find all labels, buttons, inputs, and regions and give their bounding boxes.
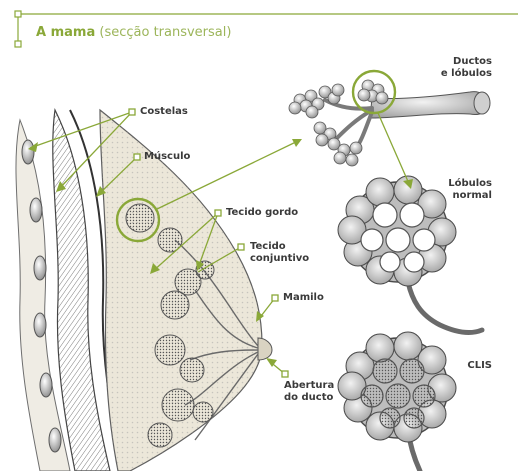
label-tecido-conjuntivo: Tecido conjuntivo [250, 241, 309, 265]
duct-grape-clusters [289, 71, 395, 166]
label-tecido-gordo: Tecido gordo [226, 207, 298, 219]
label-lobulos-normal: Lóbulos normal [420, 178, 492, 202]
clis-lobule-illustration [338, 332, 456, 471]
label-musculo: Músculo [144, 151, 190, 163]
label-ductos-lobulos: Ductos e lóbulos [420, 56, 492, 80]
label-clis: CLIS [420, 360, 492, 372]
ducts-lobules-illustration [289, 71, 490, 166]
label-costelas: Costelas [140, 106, 188, 118]
breast-section [16, 110, 272, 471]
label-mamilo: Mamilo [283, 292, 324, 304]
label-abertura-ducto: Abertura do ducto [284, 380, 334, 404]
